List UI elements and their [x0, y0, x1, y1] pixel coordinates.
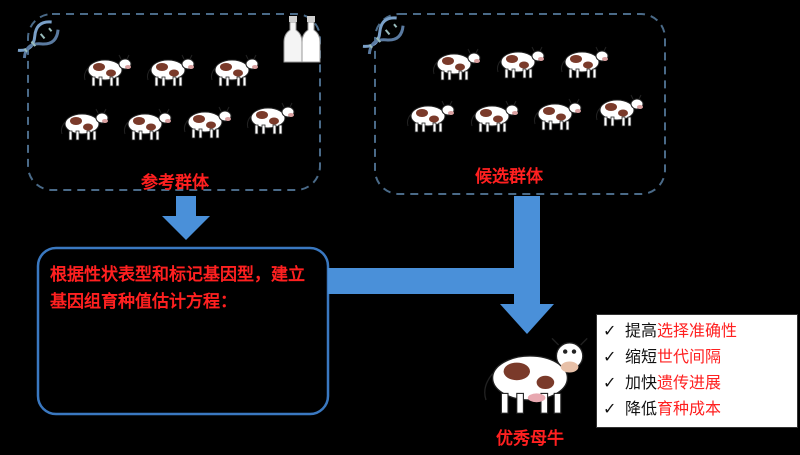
benefit-highlight: 遗传进展 — [657, 373, 722, 392]
cow-icon — [432, 48, 481, 81]
cow-icon — [470, 100, 519, 133]
cow-icon — [533, 98, 582, 131]
cow-icon — [60, 108, 109, 141]
benefit-prefix: 降低 — [625, 399, 658, 418]
benefit-item: ✓ 提高选择准确性 — [603, 320, 737, 342]
benefit-highlight: 育种成本 — [657, 399, 722, 418]
reference-cows — [60, 54, 295, 141]
milk-bottles-icon — [283, 16, 321, 63]
benefit-prefix: 加快 — [625, 373, 658, 392]
reference-group-box — [27, 13, 321, 191]
cow-icon — [83, 54, 132, 87]
benefit-prefix: 缩短 — [625, 347, 658, 366]
arrow-down-reference — [162, 196, 210, 240]
cow-icon — [210, 54, 259, 87]
cow-icon — [123, 108, 172, 141]
check-icon: ✓ — [603, 373, 617, 392]
arrow-down-result — [500, 304, 554, 334]
benefit-item: ✓ 缩短世代间隔 — [603, 346, 721, 368]
check-icon: ✓ — [603, 321, 617, 340]
check-icon: ✓ — [603, 347, 617, 366]
cow-icon — [595, 94, 644, 127]
candidate-group-label: 候选群体 — [475, 167, 543, 187]
benefit-item: ✓ 降低育种成本 — [603, 398, 721, 420]
check-icon: ✓ — [603, 399, 617, 418]
reference-group-label: 参考群体 — [141, 173, 209, 193]
benefit-item: ✓ 加快遗传进展 — [603, 372, 721, 394]
cow-icon — [246, 102, 295, 135]
cow-icon — [183, 106, 232, 139]
connector-vertical — [514, 196, 540, 306]
formula-box — [36, 246, 330, 416]
cow-icon — [496, 46, 545, 79]
formula-text: 根据性状表型和标记基因型，建立基因组育种值估计方程： — [50, 265, 305, 312]
dna-icon — [17, 20, 60, 59]
benefits-box: ✓ 提高选择准确性 ✓ 缩短世代间隔 ✓ 加快遗传进展 ✓ 降低育种成本 — [596, 314, 798, 428]
connector-horizontal — [328, 268, 516, 294]
result-label: 优秀母牛 — [496, 429, 564, 449]
dna-icon — [362, 16, 405, 55]
cow-icon — [406, 100, 455, 133]
cow-icon — [146, 54, 195, 87]
benefit-highlight: 世代间隔 — [657, 347, 722, 366]
cow-icon — [560, 46, 609, 79]
benefit-highlight: 选择准确性 — [657, 321, 738, 340]
benefit-prefix: 提高 — [625, 321, 658, 340]
cow-icon — [484, 337, 588, 414]
candidate-cows — [406, 46, 644, 133]
